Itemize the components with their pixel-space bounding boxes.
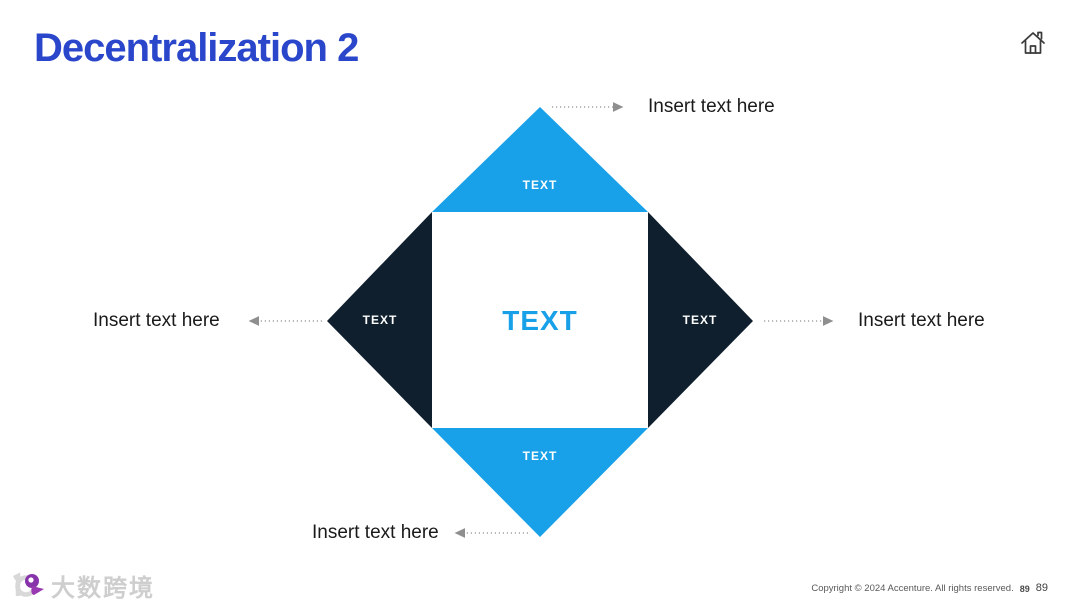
home-icon bbox=[1021, 31, 1045, 54]
callout-left[interactable]: Insert text here bbox=[93, 310, 220, 331]
triangle-left[interactable] bbox=[327, 212, 432, 428]
page-title: Decentralization 2 bbox=[34, 26, 359, 70]
triangle-right-label[interactable]: TEXT bbox=[682, 313, 718, 327]
callout-top[interactable]: Insert text here bbox=[648, 96, 775, 117]
slide-footer: Copyright © 2024 Accenture. All rights r… bbox=[811, 582, 1048, 594]
watermark-text: 大数跨境 bbox=[51, 575, 155, 602]
page-number-watermark: 89 bbox=[1019, 584, 1030, 594]
center-square[interactable] bbox=[432, 212, 648, 428]
triangle-left-label[interactable]: TEXT bbox=[362, 313, 398, 327]
callout-bottom[interactable]: Insert text here bbox=[312, 522, 439, 543]
home-button[interactable] bbox=[1018, 28, 1048, 58]
watermark-swirl-icon bbox=[12, 571, 44, 597]
triangle-bottom-label[interactable]: TEXT bbox=[522, 449, 558, 463]
triangle-top-label[interactable]: TEXT bbox=[522, 178, 558, 192]
triangle-bottom[interactable] bbox=[432, 428, 648, 537]
page-number: 89 bbox=[1035, 582, 1048, 594]
callout-right[interactable]: Insert text here bbox=[858, 310, 985, 331]
triangle-top[interactable] bbox=[432, 107, 648, 212]
watermark-logo: 大数跨境 bbox=[8, 568, 155, 603]
copyright-text: Copyright © 2024 Accenture. All rights r… bbox=[811, 583, 1014, 594]
triangle-right[interactable] bbox=[648, 212, 753, 428]
center-square-label[interactable]: TEXT bbox=[502, 305, 578, 336]
